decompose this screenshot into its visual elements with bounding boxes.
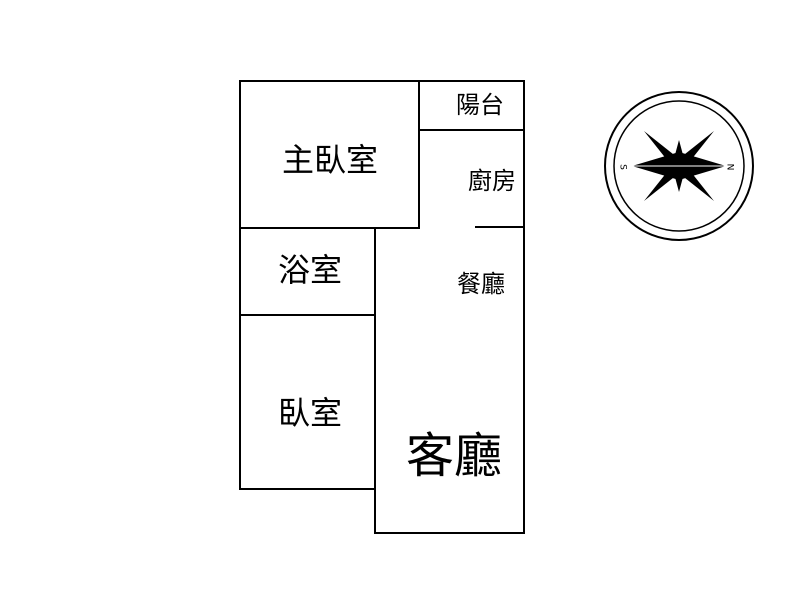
compass-rose: S N [604, 91, 754, 241]
room-label-kitchen: 廚房 [468, 167, 516, 195]
room-label-dining-room: 餐廳 [457, 270, 505, 298]
room-label-master-bedroom: 主臥室 [282, 141, 378, 179]
room-label-balcony: 陽台 [456, 91, 504, 119]
compass-north-label: N [725, 164, 735, 171]
compass-outer-ring [604, 91, 754, 241]
room-labels: 主臥室 陽台 廚房 浴室 餐廳 臥室 客廳 [278, 91, 516, 484]
compass-inner-ring [613, 100, 745, 232]
room-label-living-room: 客廳 [406, 428, 502, 484]
compass-south-label: S [618, 164, 628, 170]
walls [239, 80, 525, 534]
room-label-bathroom: 浴室 [278, 251, 342, 289]
room-label-bedroom: 臥室 [278, 394, 342, 432]
